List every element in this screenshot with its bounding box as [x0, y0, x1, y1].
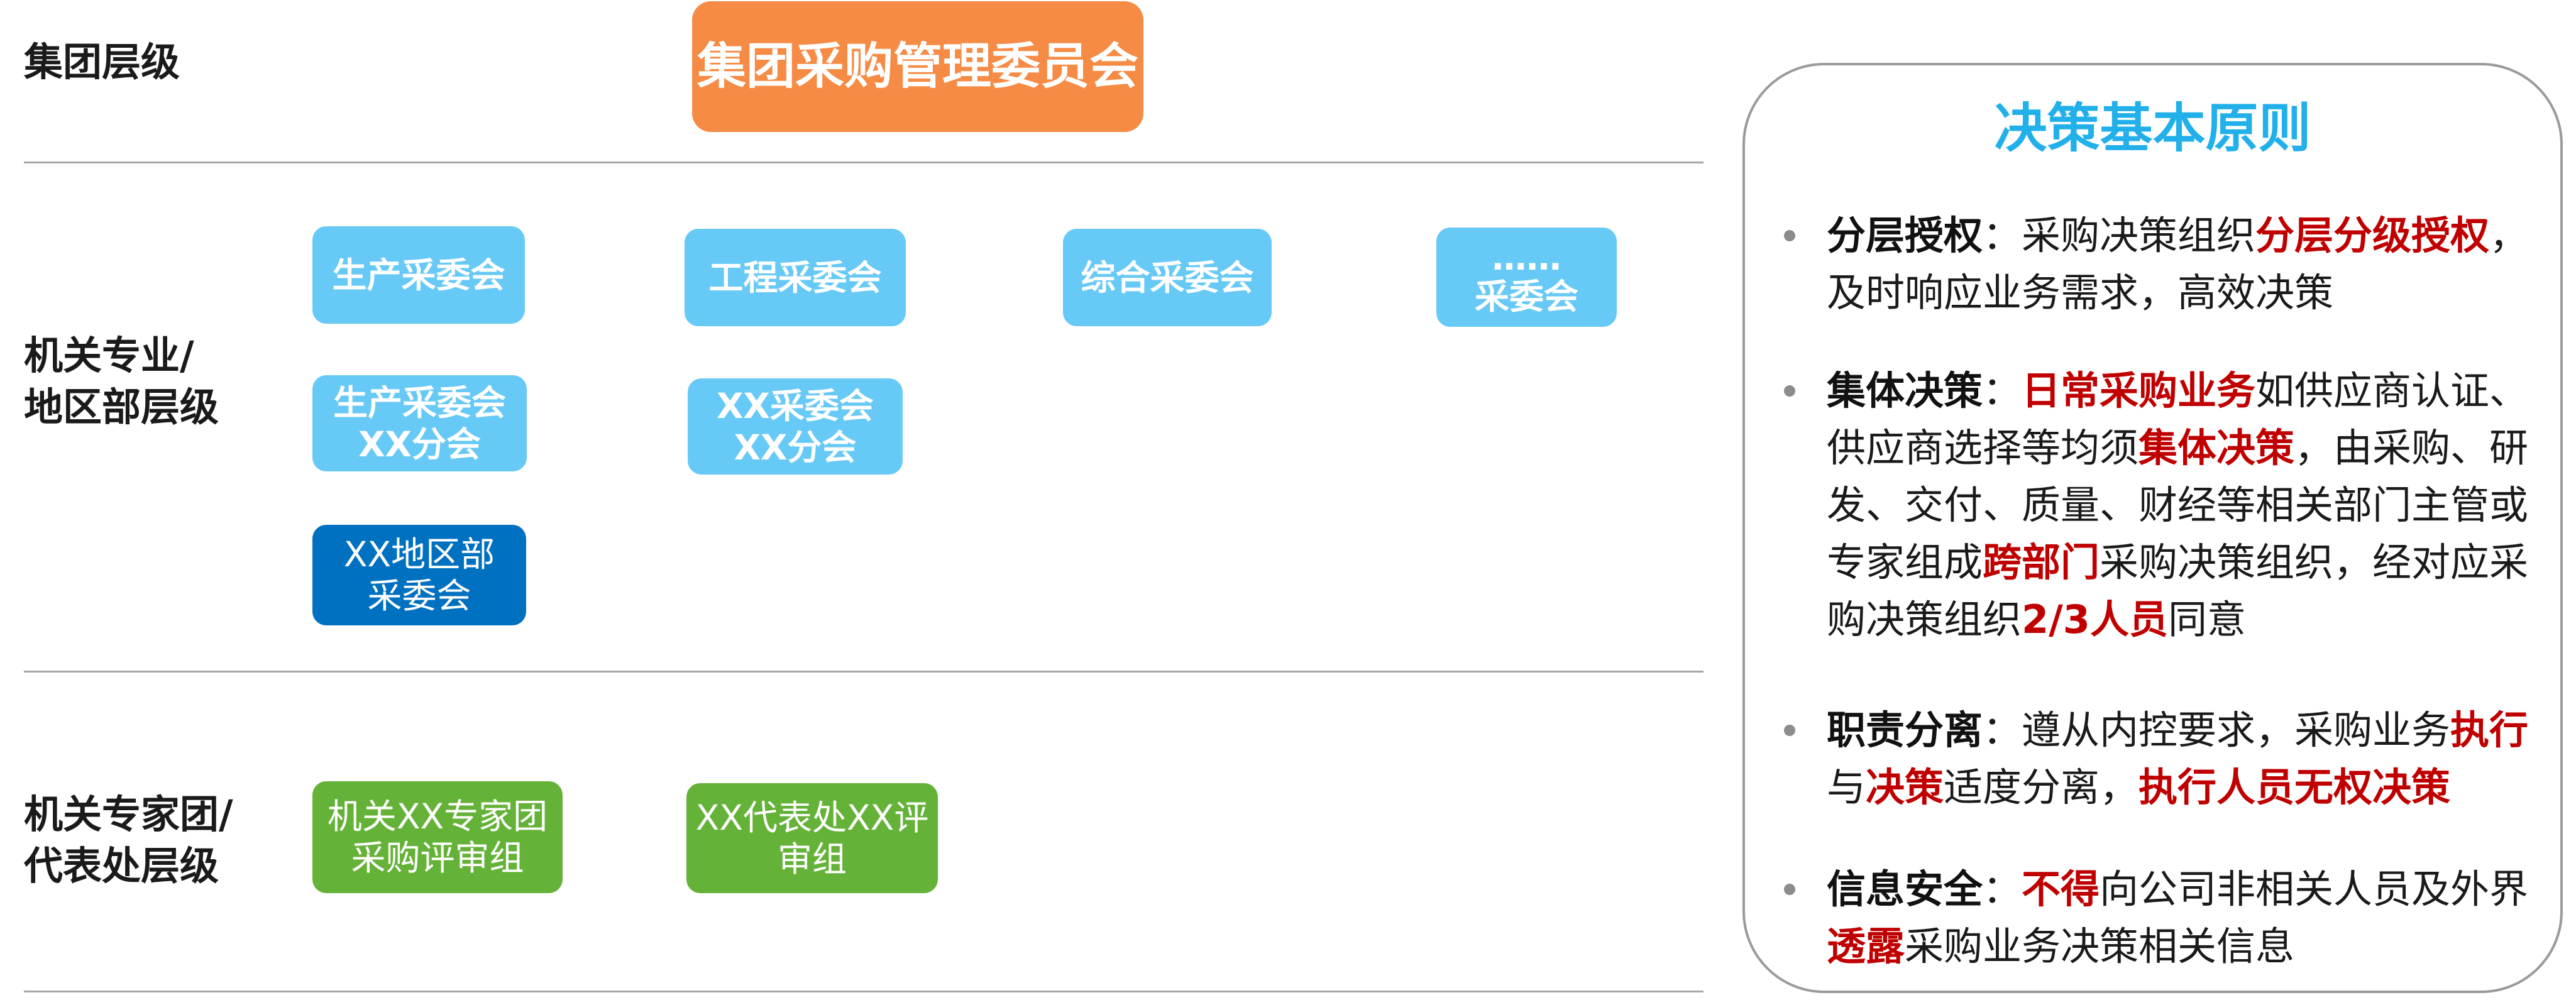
- principles-title: 决策基本原则: [1994, 97, 2311, 159]
- expert-review-group-label: 机关XX专家团 采购评审组: [327, 796, 548, 878]
- divider-line-3: [24, 991, 1704, 992]
- expert-review-group-box: 机关XX专家团 采购评审组: [312, 781, 563, 893]
- principle-segment: 适度分离，: [1944, 764, 2139, 810]
- principle-segment: 采购决策组织，经对应采购决策组织: [1827, 539, 2529, 642]
- principle-text: 职责分离：遵从内控要求，采购业务执行与决策适度分离，执行人员无权决策: [1827, 701, 2531, 816]
- principle-segment: 采购决策组织: [2022, 212, 2256, 258]
- principle-emphasis: 执行: [2450, 707, 2529, 753]
- principle-segment: 同意: [2167, 596, 2246, 642]
- comprehensive-committee-box: 综合采委会: [1063, 229, 1272, 326]
- region-committee-label: XX地区部 采委会: [343, 534, 495, 616]
- principle-text: 集体决策：日常采购业务如供应商认证、供应商选择等均须集体决策，由采购、研发、交付…: [1827, 362, 2531, 648]
- level-label-expert: 机关专家团/ 代表处层级: [24, 791, 233, 889]
- bullet-dot-icon: [1784, 884, 1795, 895]
- group-committee-box: 集团采购管理委员会: [692, 1, 1143, 132]
- xx-branch-label: XX采委会 XX分会: [717, 385, 874, 468]
- group-committee-label: 集团采购管理委员会: [696, 38, 1138, 95]
- production-committee-label: 生产采委会: [332, 255, 505, 295]
- principle-emphasis: 决策: [1866, 764, 1944, 810]
- principle-segment: 遵从内控要求，采购业务: [2022, 707, 2451, 753]
- bullet-dot-icon: [1784, 385, 1795, 397]
- principle-segment: ，由采购、研发、交付、质量、财经等相关部门主管或专家组成: [1827, 425, 2529, 585]
- principle-segment: ，及时响应业务需求，高效决策: [1827, 212, 2529, 316]
- principle-emphasis: 不得: [2022, 866, 2100, 912]
- principle-heading: 信息安全: [1827, 866, 1983, 912]
- principle-heading: 集体决策: [1827, 368, 1983, 414]
- other-committee-box: …… 采委会: [1436, 228, 1617, 327]
- office-review-group-box: XX代表处XX评 审组: [686, 783, 938, 893]
- principle-separator: ：: [1983, 368, 2022, 414]
- principle-heading: 分层授权: [1827, 212, 1983, 258]
- principle-separator: ：: [1983, 707, 2022, 753]
- engineering-committee-label: 工程采委会: [708, 257, 882, 298]
- engineering-committee-box: 工程采委会: [685, 229, 906, 326]
- principle-emphasis: 2/3人员: [2022, 596, 2168, 642]
- principle-segment: 采购业务决策相关信息: [1905, 923, 2295, 969]
- production-committee-box: 生产采委会: [312, 226, 525, 324]
- principle-separator: ：: [1983, 866, 2022, 912]
- principle-emphasis: 跨部门: [1983, 539, 2100, 585]
- principle-emphasis: 执行人员无权决策: [2138, 764, 2451, 810]
- principle-emphasis: 分层分级授权: [2255, 212, 2490, 258]
- xx-branch-box: XX采委会 XX分会: [688, 378, 903, 475]
- level-label-group: 集团层级: [24, 39, 180, 85]
- comprehensive-committee-label: 综合采委会: [1081, 257, 1254, 298]
- principles-panel: 决策基本原则 分层授权：采购决策组织分层分级授权，及时响应业务需求，高效决策 集…: [1742, 63, 2563, 993]
- principle-segment: 如供应商认证、供应商选择等均须: [1827, 368, 2529, 471]
- production-branch-box: 生产采委会 XX分会: [312, 375, 527, 471]
- level-label-dept: 机关专业/ 地区部层级: [24, 332, 219, 430]
- principle-emphasis: 日常采购业务: [2022, 368, 2256, 414]
- production-branch-label: 生产采委会 XX分会: [333, 382, 506, 464]
- principle-heading: 职责分离: [1827, 707, 1983, 753]
- principle-emphasis: 集体决策: [2138, 425, 2295, 471]
- office-review-group-label: XX代表处XX评 审组: [695, 797, 929, 879]
- principle-emphasis: 透露: [1827, 923, 1905, 969]
- bullet-dot-icon: [1784, 725, 1795, 736]
- region-committee-box: XX地区部 采委会: [312, 525, 526, 625]
- principle-segment: 向公司非相关人员及外界: [2100, 866, 2529, 912]
- divider-line-1: [24, 162, 1704, 163]
- divider-line-2: [24, 671, 1704, 673]
- principle-segment: 与: [1827, 764, 1866, 810]
- bullet-dot-icon: [1784, 230, 1795, 241]
- principle-text: 信息安全：不得向公司非相关人员及外界透露采购业务决策相关信息: [1827, 860, 2531, 975]
- principle-separator: ：: [1983, 212, 2022, 258]
- principle-text: 分层授权：采购决策组织分层分级授权，及时响应业务需求，高效决策: [1827, 207, 2531, 321]
- other-committee-label: …… 采委会: [1474, 238, 1578, 317]
